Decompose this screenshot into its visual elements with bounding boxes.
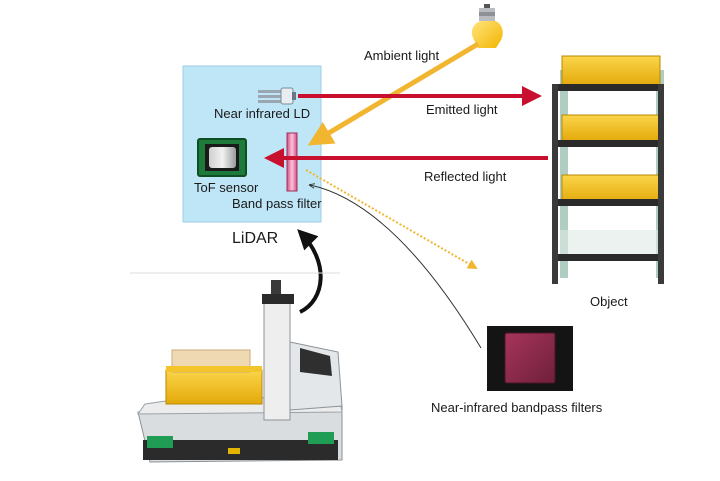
emitted-light-label: Emitted light — [426, 102, 498, 117]
tof-sensor-label: ToF sensor — [194, 180, 259, 195]
blocked-ambient-light-arrow — [305, 169, 478, 269]
object-shelf-with-crates — [552, 55, 664, 284]
ambient-light-arrow — [307, 41, 480, 146]
ambient-light-label: Ambient light — [364, 48, 440, 63]
robot-to-lidar-arrow — [297, 229, 323, 314]
band-pass-filter-label: Band pass filter — [232, 196, 322, 211]
nir-bandpass-filters-label: Near-infrared bandpass filters — [431, 400, 603, 415]
light-bulb-icon — [471, 4, 503, 48]
near-infrared-ld-label: Near infrared LD — [214, 106, 310, 121]
lidar-label: LiDAR — [232, 230, 278, 247]
laser-diode-icon — [258, 87, 296, 105]
tof-sensor-icon — [197, 138, 247, 177]
object-label: Object — [590, 294, 628, 309]
nir-bandpass-filter-photo — [487, 326, 573, 391]
agv-robot-illustration — [137, 280, 343, 463]
filter-leader-line — [310, 185, 482, 349]
band-pass-filter-icon — [286, 132, 298, 192]
reflected-light-label: Reflected light — [424, 169, 507, 184]
